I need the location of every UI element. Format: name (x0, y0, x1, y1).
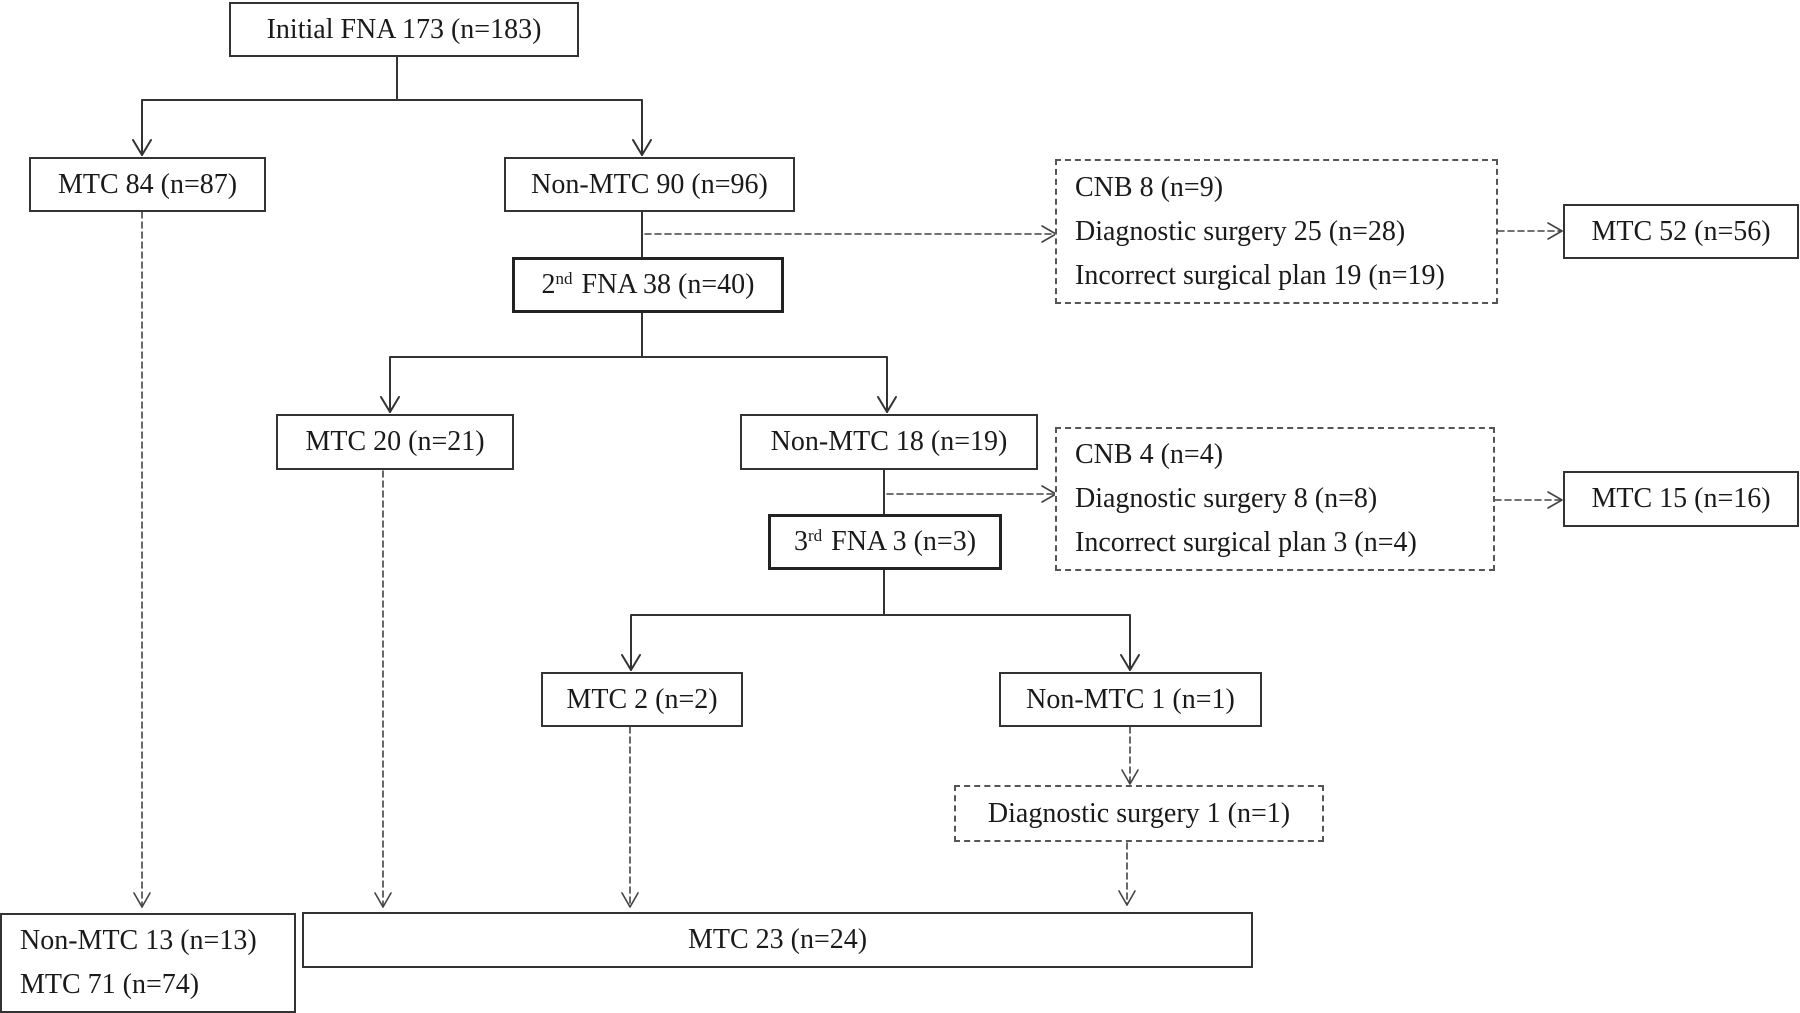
arrowhead (1121, 769, 1139, 785)
node-mtc-52: MTC 52 (n=56) (1563, 204, 1799, 259)
node-branch2-outcomes: CNB 4 (n=4) Diagnostic surgery 8 (n=8) I… (1055, 427, 1495, 571)
arrowhead (380, 396, 400, 413)
node-non-mtc-90: Non-MTC 90 (n=96) (504, 157, 795, 212)
node-3rd-fna: 3rd FNA 3 (n=3) (768, 514, 1002, 570)
node-3rd-fna-label: 3rd FNA 3 (n=3) (793, 526, 977, 557)
node-mtc-2: MTC 2 (n=2) (541, 672, 743, 727)
branch2-cnb: CNB 4 (n=4) (1075, 439, 1224, 470)
branch1-cnb: CNB 8 (n=9) (1075, 171, 1224, 203)
branch2-incorrect-surgical-plan: Incorrect surgical plan 3 (n=4) (1075, 527, 1417, 558)
branch1-incorrect-surgical-plan: Incorrect surgical plan 19 (n=19) (1075, 259, 1445, 291)
arrowhead (1118, 890, 1136, 906)
node-non-mtc-90-label: Non-MTC 90 (n=96) (531, 168, 768, 200)
fna3-ordinal-number: 3 (793, 526, 808, 557)
node-mtc-84: MTC 84 (n=87) (29, 157, 266, 212)
arrowhead (632, 139, 652, 156)
node-non-mtc-1: Non-MTC 1 (n=1) (999, 672, 1262, 727)
fna2-ordinal-suffix: nd (555, 269, 573, 288)
arrowhead (1547, 222, 1563, 240)
arrowhead (877, 396, 897, 413)
arrowhead (133, 892, 151, 908)
node-mtc-20-label: MTC 20 (n=21) (305, 426, 485, 457)
node-non-mtc-1-label: Non-MTC 1 (n=1) (1026, 683, 1235, 715)
arrowhead (1120, 654, 1140, 671)
connector-initial-split (141, 56, 643, 156)
node-2nd-fna-label: 2nd FNA 38 (n=40) (541, 269, 755, 300)
node-mtc-2-label: MTC 2 (n=2) (566, 683, 718, 715)
node-mtc-52-label: MTC 52 (n=56) (1591, 215, 1771, 247)
node-diagnostic-surgery-1-label: Diagnostic surgery 1 (n=1) (987, 797, 1291, 829)
arrowhead (621, 892, 639, 908)
connector-fna3-split (630, 569, 1131, 671)
arrowhead (621, 654, 641, 671)
node-initial-fna-label: Initial FNA 173 (n=183) (266, 13, 542, 45)
fna2-text: FNA 38 (n=40) (581, 269, 755, 300)
node-mtc-15-label: MTC 15 (n=16) (1591, 483, 1771, 514)
connector-fna2-split (389, 311, 888, 413)
final-left-non-mtc: Non-MTC 13 (n=13) (20, 925, 257, 956)
fna2-ordinal-number: 2 (541, 269, 556, 300)
final-left-mtc: MTC 71 (n=74) (20, 969, 200, 1000)
node-non-mtc-18: Non-MTC 18 (n=19) (740, 414, 1038, 470)
node-mtc-15: MTC 15 (n=16) (1563, 471, 1799, 527)
fna3-text: FNA 3 (n=3) (831, 526, 977, 557)
arrowhead (374, 892, 392, 908)
node-mtc-84-label: MTC 84 (n=87) (57, 168, 238, 200)
node-final-left: Non-MTC 13 (n=13) MTC 71 (n=74) (0, 913, 296, 1013)
node-mtc-20: MTC 20 (n=21) (276, 414, 514, 470)
branch1-diagnostic-surgery: Diagnostic surgery 25 (n=28) (1075, 215, 1406, 247)
node-diagnostic-surgery-1: Diagnostic surgery 1 (n=1) (954, 785, 1324, 842)
arrowhead (1547, 491, 1563, 509)
node-2nd-fna: 2nd FNA 38 (n=40) (512, 257, 784, 313)
arrowhead (132, 139, 152, 156)
node-non-mtc-18-label: Non-MTC 18 (n=19) (770, 426, 1008, 457)
fna3-ordinal-suffix: rd (807, 526, 823, 545)
branch2-diagnostic-surgery: Diagnostic surgery 8 (n=8) (1075, 483, 1378, 514)
node-final-mtc-23-label: MTC 23 (n=24) (687, 924, 868, 955)
node-final-mtc-23: MTC 23 (n=24) (302, 912, 1253, 968)
node-initial-fna: Initial FNA 173 (n=183) (229, 2, 579, 57)
node-branch1-outcomes: CNB 8 (n=9) Diagnostic surgery 25 (n=28)… (1055, 159, 1498, 304)
